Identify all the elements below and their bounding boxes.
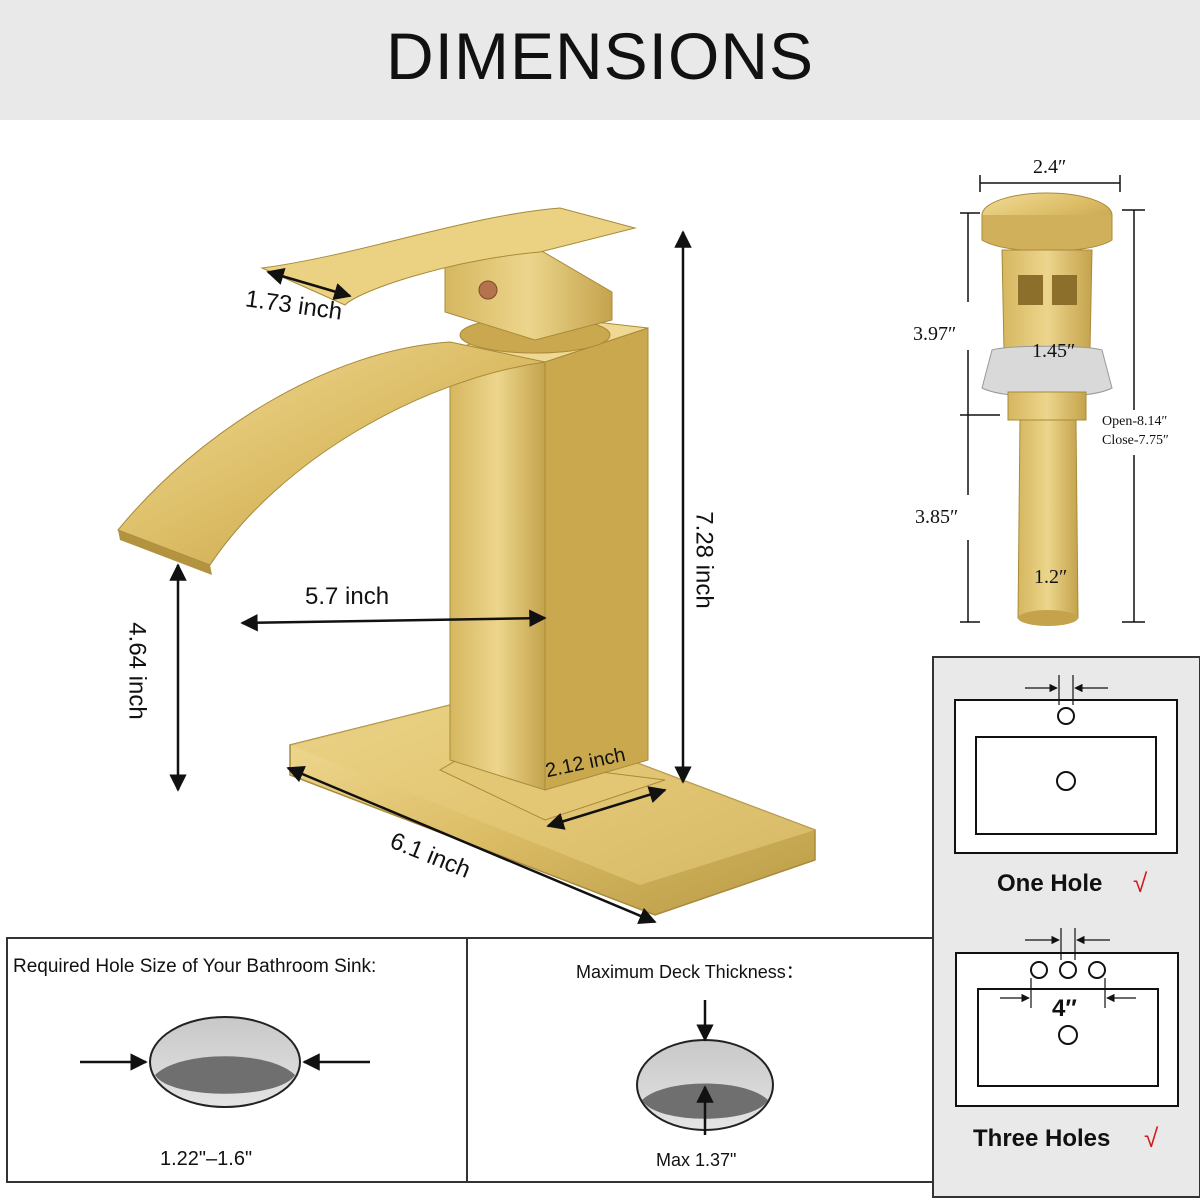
three-holes-spacing-label: 4″ bbox=[1052, 995, 1077, 1022]
deck-thickness-value: Max 1.37" bbox=[656, 1150, 737, 1170]
drain-body-diameter-label: 1.45″ bbox=[1032, 340, 1076, 362]
drain-illustration bbox=[981, 192, 1113, 626]
deck-thickness-illustration bbox=[636, 1000, 774, 1135]
spout-height-label: 4.64 inch bbox=[123, 622, 151, 720]
drain-open-length-label: Open-8.14″ bbox=[1102, 414, 1168, 429]
three-holes-label: Three Holes bbox=[973, 1125, 1111, 1152]
drain-close-length-label: Close-7.75″ bbox=[1102, 433, 1169, 448]
one-hole-check-icon: √ bbox=[1133, 868, 1148, 898]
drain-dimension-lines bbox=[960, 175, 1145, 623]
hole-size-illustration bbox=[80, 1016, 370, 1108]
hole-size-value: 1.22"–1.6" bbox=[160, 1148, 253, 1170]
drain-tail-diameter-label: 1.2″ bbox=[1034, 566, 1068, 588]
spout-reach-label: 5.7 inch bbox=[305, 583, 390, 610]
page-title: DIMENSIONS bbox=[385, 19, 815, 93]
three-holes-check-icon: √ bbox=[1144, 1123, 1159, 1153]
one-hole-sink bbox=[954, 675, 1178, 854]
deck-thickness-heading: Maximum Deck Thickness： bbox=[576, 962, 804, 982]
three-holes-sink bbox=[955, 928, 1179, 1107]
one-hole-label: One Hole bbox=[997, 870, 1103, 897]
hole-size-heading: Required Hole Size of Your Bathroom Sink… bbox=[13, 956, 377, 977]
header-bar bbox=[0, 0, 1200, 120]
faucet-dimension-arrows bbox=[169, 230, 692, 924]
total-height-label: 7.28 inch bbox=[690, 511, 718, 609]
drain-cap-diameter-label: 2.4″ bbox=[1033, 156, 1067, 178]
drain-lower-height-label: 3.85″ bbox=[915, 506, 959, 528]
drain-upper-height-label: 3.97″ bbox=[913, 323, 957, 345]
